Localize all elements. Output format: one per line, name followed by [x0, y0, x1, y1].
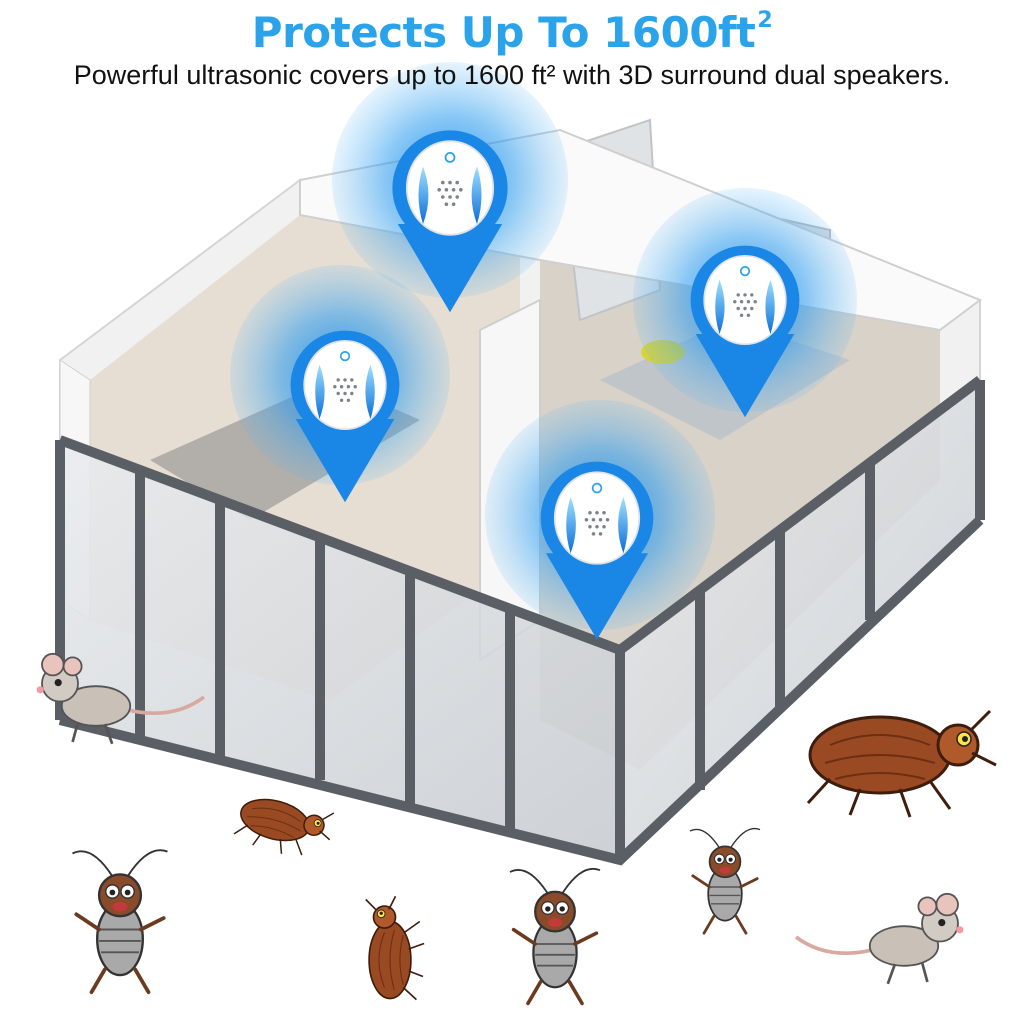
- subheadline: Powerful ultrasonic covers up to 1600 ft…: [73, 60, 951, 90]
- mouse-icon: [794, 891, 966, 986]
- glass-walls: [55, 376, 985, 866]
- cockroach-icon: [70, 848, 170, 995]
- headline-text: Protects Up To 1600ft: [251, 8, 756, 57]
- bedbug-icon: [806, 709, 998, 819]
- bedbug-icon: [231, 788, 338, 866]
- headline: Protects Up To 1600ft2: [0, 8, 1024, 57]
- cockroach-icon: [688, 827, 762, 935]
- headline-superscript: 2: [757, 8, 773, 33]
- cockroach-icon: [508, 867, 602, 1006]
- bedbug-icon: [364, 895, 425, 1001]
